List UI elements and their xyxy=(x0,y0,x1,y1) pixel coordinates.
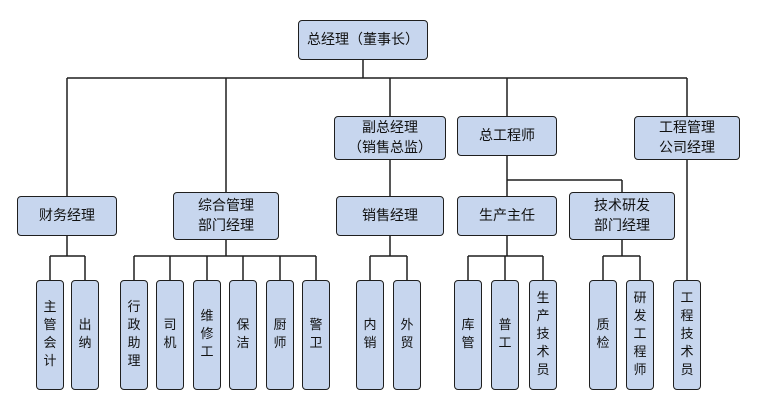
node-finance-manager: 财务经理 xyxy=(17,196,117,236)
node-production-manager: 生产主任 xyxy=(457,196,557,236)
node-domestic-sales: 内销 xyxy=(356,280,384,390)
node-accountant: 主管会计 xyxy=(36,280,64,390)
node-admin-assistant: 行政助理 xyxy=(120,280,148,390)
node-sales-manager: 销售经理 xyxy=(336,196,444,236)
node-driver: 司机 xyxy=(156,280,184,390)
node-chef: 厨师 xyxy=(266,280,294,390)
node-admin-manager: 综合管理 部门经理 xyxy=(173,192,279,240)
node-cashier: 出纳 xyxy=(71,280,99,390)
node-vp-sales: 副总经理 （销售总监） xyxy=(334,116,446,160)
node-production-tech: 生产技术员 xyxy=(529,280,557,390)
node-engineering-mgmt: 工程管理 公司经理 xyxy=(634,116,740,160)
node-foreign-trade: 外贸 xyxy=(393,280,421,390)
node-guard: 警卫 xyxy=(302,280,330,390)
node-cleaner: 保洁 xyxy=(229,280,257,390)
node-chief-engineer: 总工程师 xyxy=(457,116,557,156)
node-rnd-engineer: 研发工程师 xyxy=(626,280,654,390)
node-warehouse: 库管 xyxy=(454,280,482,390)
node-engineering-tech: 工程技术员 xyxy=(673,280,701,390)
node-general-manager: 总经理（董事长） xyxy=(298,20,428,60)
node-rnd-manager: 技术研发 部门经理 xyxy=(569,192,675,240)
node-maintenance: 维修工 xyxy=(193,280,221,390)
node-worker: 普工 xyxy=(491,280,519,390)
node-qc: 质检 xyxy=(589,280,617,390)
